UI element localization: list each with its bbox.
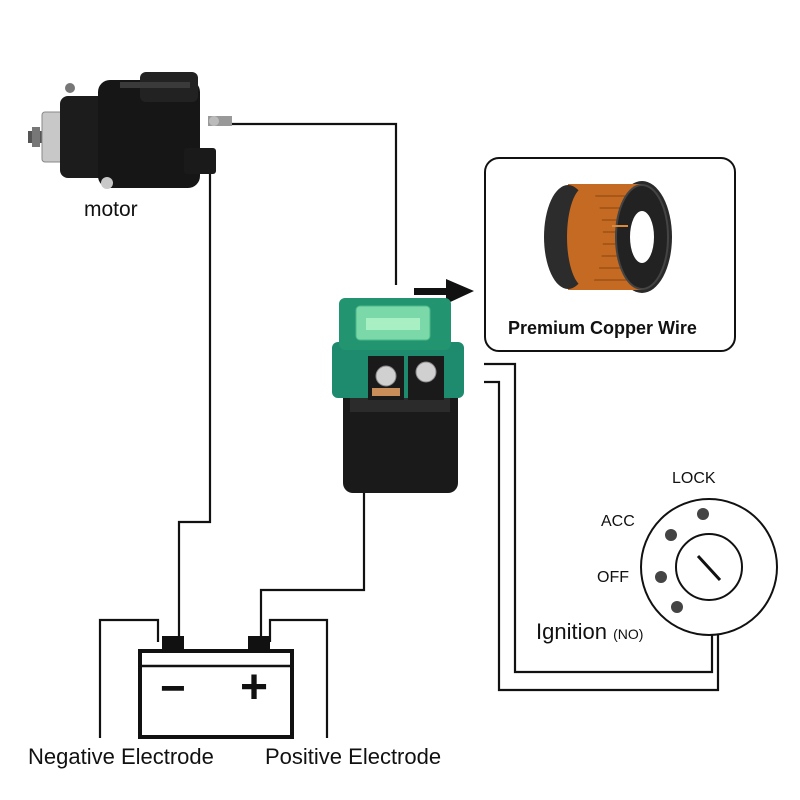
wire-relay-to-ignition-outer	[484, 380, 720, 692]
negative-electrode-label: Negative Electrode	[28, 744, 214, 769]
copper-wire-label: Premium Copper Wire	[508, 318, 697, 338]
ignition-label: Ignition (NO)	[536, 619, 643, 645]
ignition-position-on	[671, 601, 683, 613]
wire-relay-to-ignition-inner	[484, 362, 714, 674]
ignition-label-text: Ignition	[536, 619, 607, 644]
lock-label: LOCK	[672, 470, 716, 487]
battery-icon	[138, 636, 294, 739]
copper-wire-spool-icon	[544, 181, 672, 293]
wire-positive-terminal-outline	[268, 618, 329, 738]
relay-icon	[332, 298, 464, 493]
motor-label: motor	[84, 198, 138, 221]
ignition-sub-label: (NO)	[613, 626, 644, 642]
wire-motor-to-relay	[232, 122, 398, 285]
battery-plus-sign: +	[240, 661, 269, 714]
off-label: OFF	[597, 569, 629, 586]
wire-relay-to-battery-positive	[259, 492, 366, 642]
ignition-switch-icon	[640, 498, 778, 636]
positive-electrode-label: Positive Electrode	[265, 744, 442, 769]
ignition-position-acc	[665, 529, 677, 541]
ignition-position-lock	[697, 508, 709, 520]
ignition-position-off	[655, 571, 667, 583]
wires	[98, 122, 720, 738]
battery-minus-sign: −	[160, 664, 186, 713]
starter-motor-icon	[28, 72, 232, 189]
wire-negative-terminal-outline	[98, 618, 160, 738]
arrow-right-icon	[414, 279, 474, 304]
acc-label: ACC	[601, 513, 635, 530]
wire-motor-to-battery-negative	[177, 150, 212, 642]
